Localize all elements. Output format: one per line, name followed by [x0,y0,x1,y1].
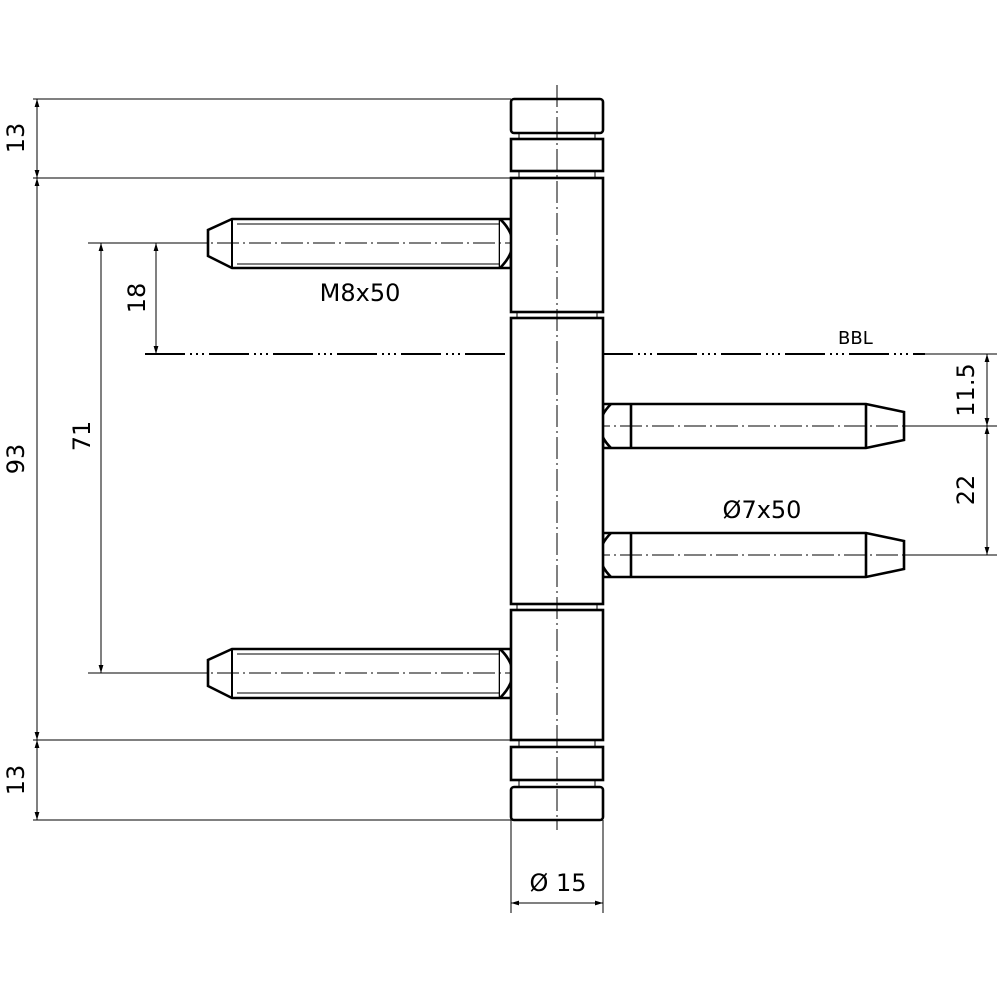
dim-pin-spacing-right: 22 [952,475,980,506]
extension-lines [33,98,997,913]
hinge-barrel [509,85,605,830]
dim-pin-spacing-left: 71 [68,421,96,452]
diameter-label: Ø 15 [529,869,586,897]
lower-left-pin [185,647,525,700]
dim-bbl-to-pin-right: 11.5 [952,363,980,416]
upper-right-pin [588,402,920,450]
right-pin-label: Ø7x50 [723,496,802,524]
upper-pin-label: M8x50 [320,279,401,307]
dim-pin-to-bbl-left: 18 [123,283,151,314]
dim-total: 93 [2,444,30,475]
dimension-lines [34,99,990,906]
lower-right-pin [588,531,920,579]
dim-top-cap: 13 [2,123,30,154]
upper-left-pin [185,217,525,270]
dim-bottom-cap: 13 [2,765,30,796]
bbl-label: BBL [838,328,873,349]
